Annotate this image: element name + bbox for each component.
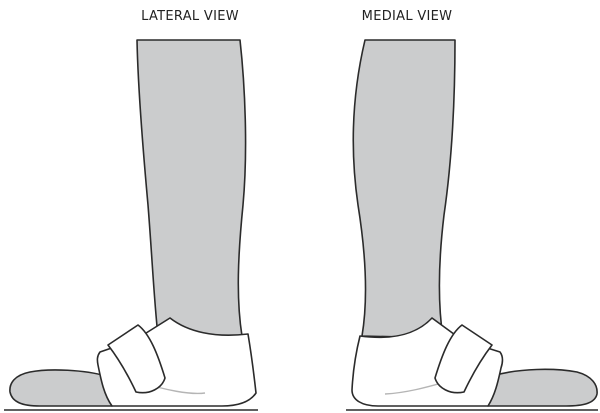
- medial-leg: [353, 40, 455, 338]
- medial-foot: [346, 40, 598, 410]
- lateral-foot: [4, 40, 258, 410]
- lateral-leg: [137, 40, 246, 336]
- lateral-toes: [10, 370, 112, 406]
- medial-toes: [488, 369, 597, 406]
